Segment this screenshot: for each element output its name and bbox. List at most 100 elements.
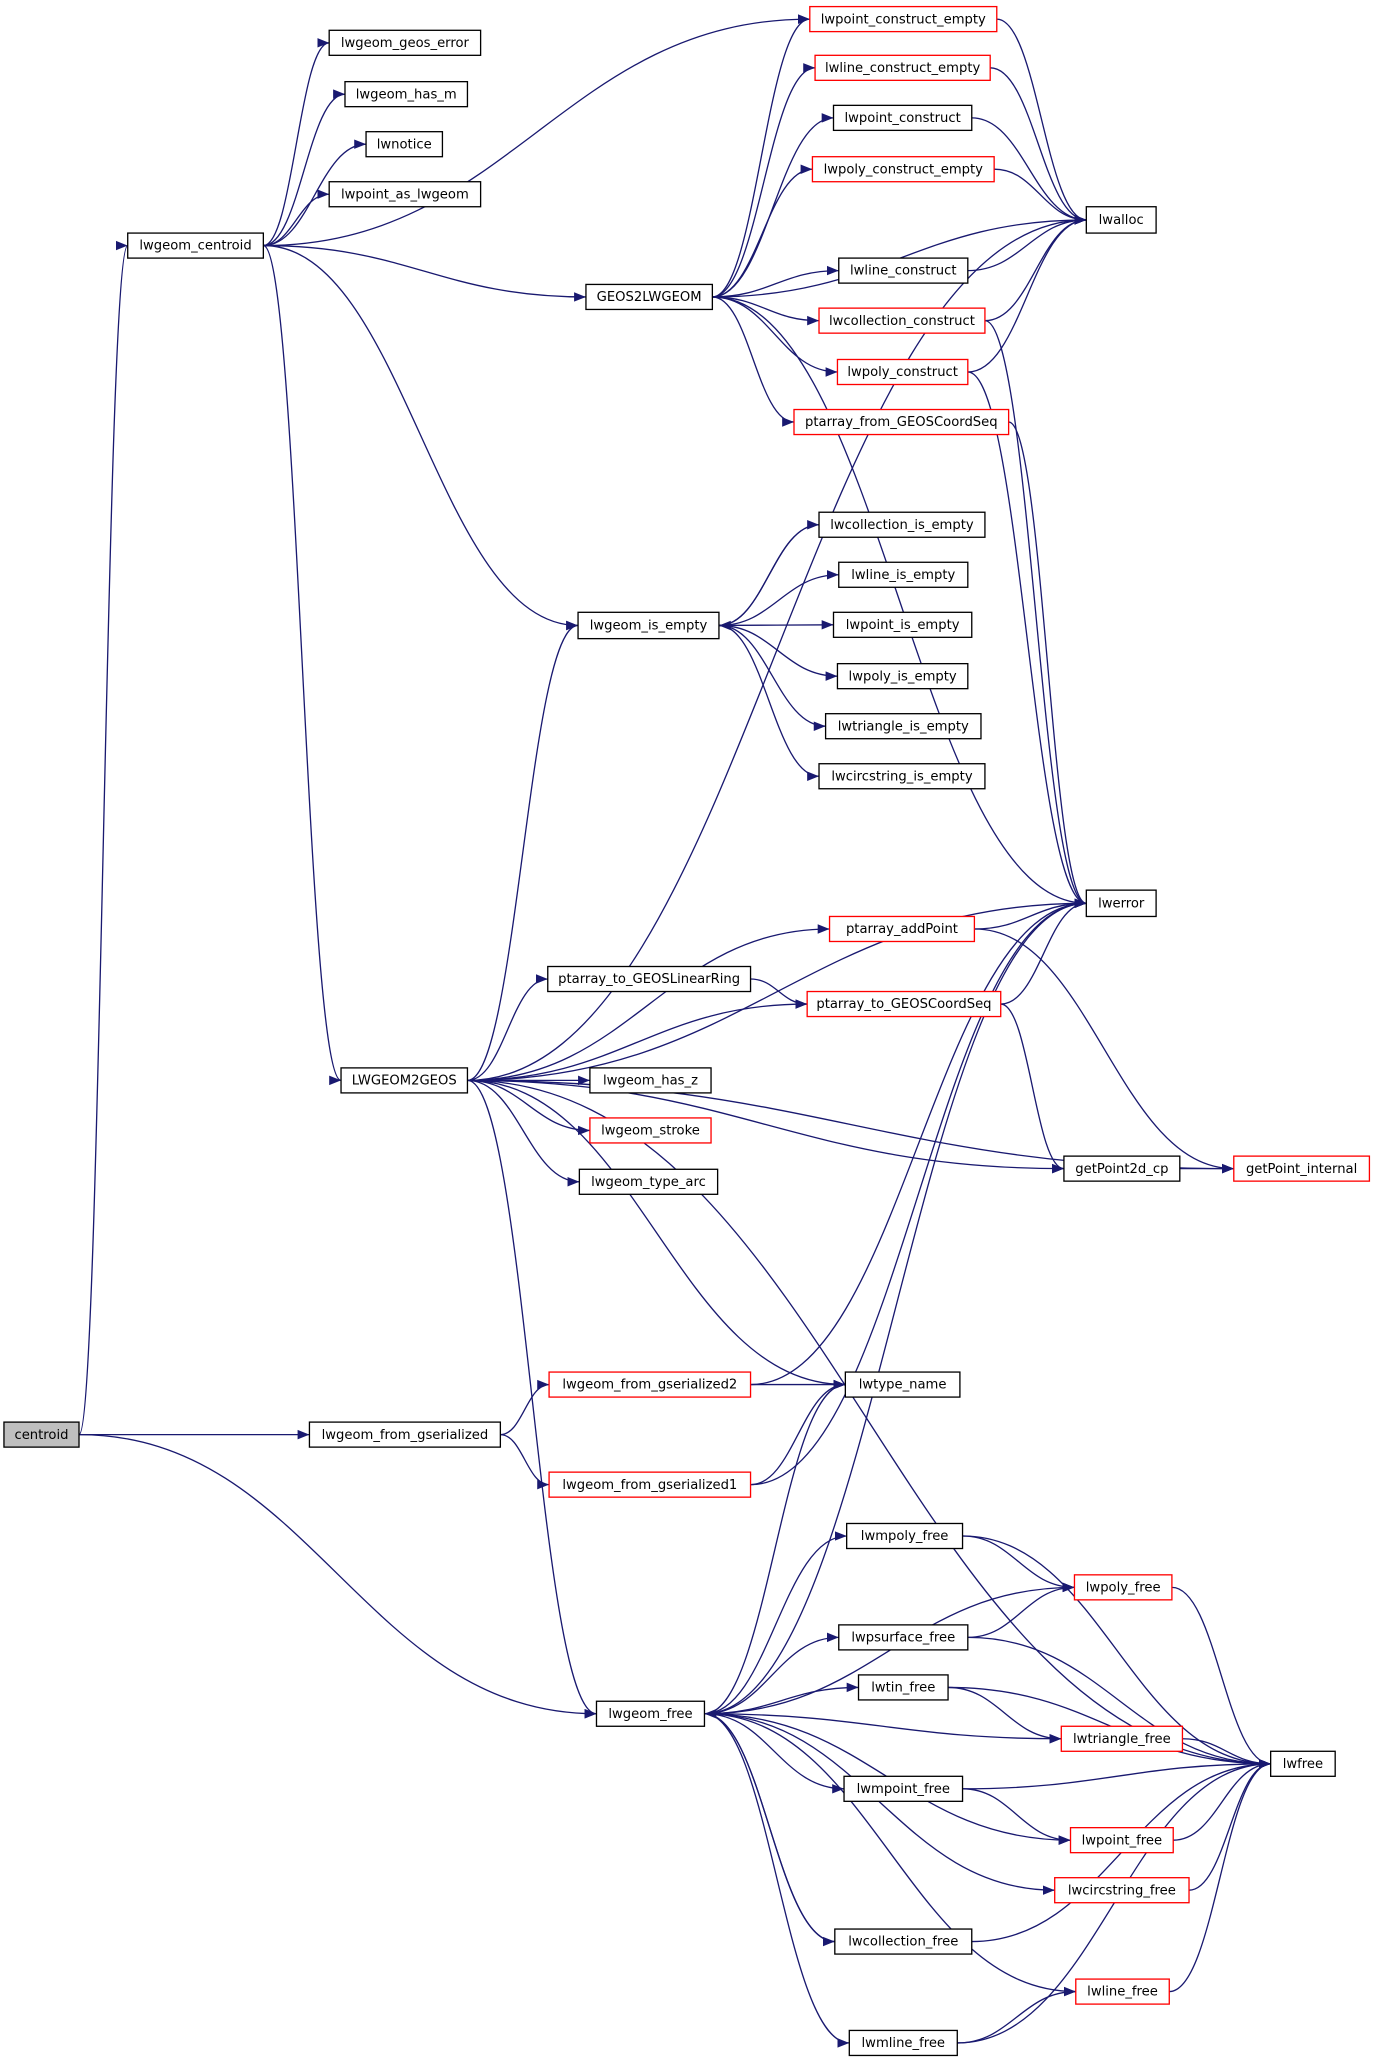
node-lwgeom-from-gserialized2[interactable]: lwgeom_from_gserialized2 [548, 1371, 752, 1398]
node-box [1085, 206, 1157, 234]
node-lwpoint-as-lwgeom[interactable]: lwpoint_as_lwgeom [328, 181, 482, 208]
node-lwpoint-is-empty[interactable]: lwpoint_is_empty [832, 611, 973, 638]
edge-lwmpoly-free-to-lwfree [962, 1535, 1271, 1769]
edge-lwcollection-free-to-lwgeom-free [704, 1709, 835, 1943]
node-label: getPoint2d_cp [1075, 1162, 1168, 1177]
node-lwpoint-construct-empty[interactable]: lwpoint_construct_empty [809, 5, 998, 33]
node-label: GEOS2LWGEOM [597, 290, 702, 305]
node-box [832, 611, 973, 638]
edge-lwpoint-free-to-lwfree [1173, 1759, 1271, 1841]
node-label: lwgeom_from_gserialized1 [562, 1478, 737, 1493]
node-lwmline-free[interactable]: lwmline_free [848, 2029, 958, 2057]
node-box [836, 662, 969, 690]
node-lwcollection-free[interactable]: lwcollection_free [834, 1928, 973, 1955]
node-lwgeom-free[interactable]: lwgeom_free [595, 1700, 706, 1727]
node-box [1063, 1155, 1181, 1182]
node-box [838, 561, 969, 588]
node-lwmpoint-free[interactable]: lwmpoint_free [843, 1775, 964, 1802]
edge-lwgeom2geos-to-ptarray-addpoint [467, 924, 830, 1082]
node-lwcircstring-free[interactable]: lwcircstring_free [1054, 1877, 1190, 1904]
node-lwtriangle-free[interactable]: lwtriangle_free [1060, 1725, 1184, 1752]
node-centroid[interactable]: centroid [3, 1421, 80, 1448]
node-lwline-construct-empty[interactable]: lwline_construct_empty [814, 54, 991, 81]
edge-lwgeom-free-to-lwpsurface-free [704, 1632, 839, 1715]
node-lwpoly-free[interactable]: lwpoly_free [1073, 1574, 1173, 1601]
edge-lwgeom2geos-to-lwgeom-stroke [467, 1079, 590, 1136]
edge-lwgeom-is-empty-to-lwcircstring-is-empty [718, 624, 820, 781]
edge-ptarray-to-geoslinearring-to-ptarray-to-geoscoordseq [750, 978, 808, 1009]
node-lwline-free[interactable]: lwline_free [1075, 1978, 1170, 2005]
node-lwcircstring-is-empty[interactable]: lwcircstring_is_empty [818, 763, 986, 790]
edge-lwgeom-centroid-to-geos2lwgeom [263, 244, 586, 302]
edge-lwpoly-construct-to-lwalloc [967, 215, 1087, 373]
node-lwgeom-type-arc[interactable]: lwgeom_type_arc [578, 1168, 719, 1195]
edge-lwgeom2geos-to-getpoint-internal [467, 1079, 1234, 1174]
edge-lwgeom-is-empty-to-lwpoly-is-empty [718, 624, 838, 681]
node-lwmpoly-free[interactable]: lwmpoly_free [846, 1522, 964, 1550]
node-label: lwgeom_stroke [601, 1124, 700, 1139]
node-lwcollection-construct[interactable]: lwcollection_construct [818, 307, 986, 334]
node-geos2lwgeom[interactable]: GEOS2LWGEOM [585, 283, 714, 311]
node-lwtriangle-is-empty[interactable]: lwtriangle_is_empty [824, 713, 982, 740]
node-ptarray-to-geoslinearring[interactable]: ptarray_to_GEOSLinearRing [547, 965, 752, 993]
node-box [577, 611, 720, 640]
node-box [806, 990, 1002, 1018]
node-lwfree[interactable]: lwfree [1270, 1750, 1336, 1777]
node-label: lwline_construct [850, 264, 957, 279]
node-lwnotice[interactable]: lwnotice [365, 131, 444, 158]
node-lwgeom-stroke[interactable]: lwgeom_stroke [589, 1117, 712, 1144]
node-lwline-is-empty[interactable]: lwline_is_empty [838, 561, 969, 588]
node-lwpoly-construct-empty[interactable]: lwpoly_construct_empty [811, 156, 995, 183]
edge-lwcollection-construct-to-lwerror [984, 319, 1087, 908]
edge-lwmline-free-to-lwline-free [957, 1986, 1076, 2044]
node-lwtin-free[interactable]: lwtin_free [857, 1674, 949, 1701]
node-label: lwtriangle_is_empty [838, 719, 969, 734]
edge-lwpoint-construct-to-lwalloc [971, 117, 1087, 225]
node-lwpoly-is-empty[interactable]: lwpoly_is_empty [836, 662, 969, 690]
node-box [814, 54, 991, 81]
node-lwtype-name[interactable]: lwtype_name [844, 1371, 961, 1398]
node-label: lwpoly_is_empty [849, 669, 957, 684]
node-lwgeom-is-empty[interactable]: lwgeom_is_empty [577, 611, 720, 640]
node-box [832, 104, 973, 132]
node-label: lwpoint_construct_empty [821, 12, 986, 27]
node-lwpoint-free[interactable]: lwpoint_free [1069, 1826, 1174, 1854]
node-lwgeom-from-gserialized1[interactable]: lwgeom_from_gserialized1 [548, 1471, 752, 1498]
node-label: ptarray_to_GEOSLinearRing [558, 972, 740, 987]
node-lwgeom-centroid[interactable]: lwgeom_centroid [127, 232, 265, 259]
node-lwgeom-has-m[interactable]: lwgeom_has_m [344, 80, 469, 108]
node-ptarray-from-geoscoordseq[interactable]: ptarray_from_GEOSCoordSeq [793, 408, 1010, 436]
edge-geos2lwgeom-to-ptarray-from-geoscoordseq [712, 296, 795, 427]
node-ptarray-addpoint[interactable]: ptarray_addPoint [828, 915, 976, 943]
node-lwpoint-construct[interactable]: lwpoint_construct [832, 104, 973, 132]
node-getpoint2d-cp[interactable]: getPoint2d_cp [1063, 1155, 1181, 1182]
edge-lwgeom-free-to-lwtriangle-free [704, 1713, 1062, 1744]
node-lwgeom-from-gserialized[interactable]: lwgeom_from_gserialized [308, 1421, 502, 1448]
node-label: lwgeom_type_arc [591, 1175, 706, 1190]
node-box [818, 511, 986, 538]
node-box [818, 307, 986, 334]
edge-lwmpoly-free-to-lwpoly-free [962, 1535, 1075, 1593]
node-lwline-construct[interactable]: lwline_construct [838, 257, 969, 284]
node-box [578, 1168, 719, 1195]
node-box [548, 1371, 752, 1398]
node-lwgeom-geos-error[interactable]: lwgeom_geos_error [328, 29, 482, 56]
node-label: lwline_free [1087, 1985, 1158, 2000]
node-lwgeom-has-z[interactable]: lwgeom_has_z [589, 1067, 712, 1094]
edge-ptarray-addpoint-to-getpoint-internal [974, 928, 1234, 1174]
node-lwgeom2geos[interactable]: LWGEOM2GEOS [340, 1067, 469, 1094]
node-lwpoly-construct[interactable]: lwpoly_construct [836, 358, 969, 386]
node-box [585, 283, 714, 311]
edge-geos2lwgeom-to-lwline-construct [712, 265, 839, 298]
edge-lwgeom-free-to-lwline-free [704, 1713, 1076, 1997]
node-getpoint-internal[interactable]: getPoint_internal [1233, 1155, 1371, 1182]
edge-lwgeom-from-gserialized-to-lwgeom-from-gserialized2 [500, 1379, 550, 1436]
node-box [328, 29, 482, 56]
node-lwpsurface-free[interactable]: lwpsurface_free [838, 1624, 969, 1651]
node-label: lwpoly_construct [847, 365, 958, 380]
node-lwcollection-is-empty[interactable]: lwcollection_is_empty [818, 511, 986, 538]
node-ptarray-to-geoscoordseq[interactable]: ptarray_to_GEOSCoordSeq [806, 990, 1002, 1018]
node-lwalloc[interactable]: lwalloc [1085, 206, 1157, 234]
node-lwerror[interactable]: lwerror [1085, 889, 1157, 918]
